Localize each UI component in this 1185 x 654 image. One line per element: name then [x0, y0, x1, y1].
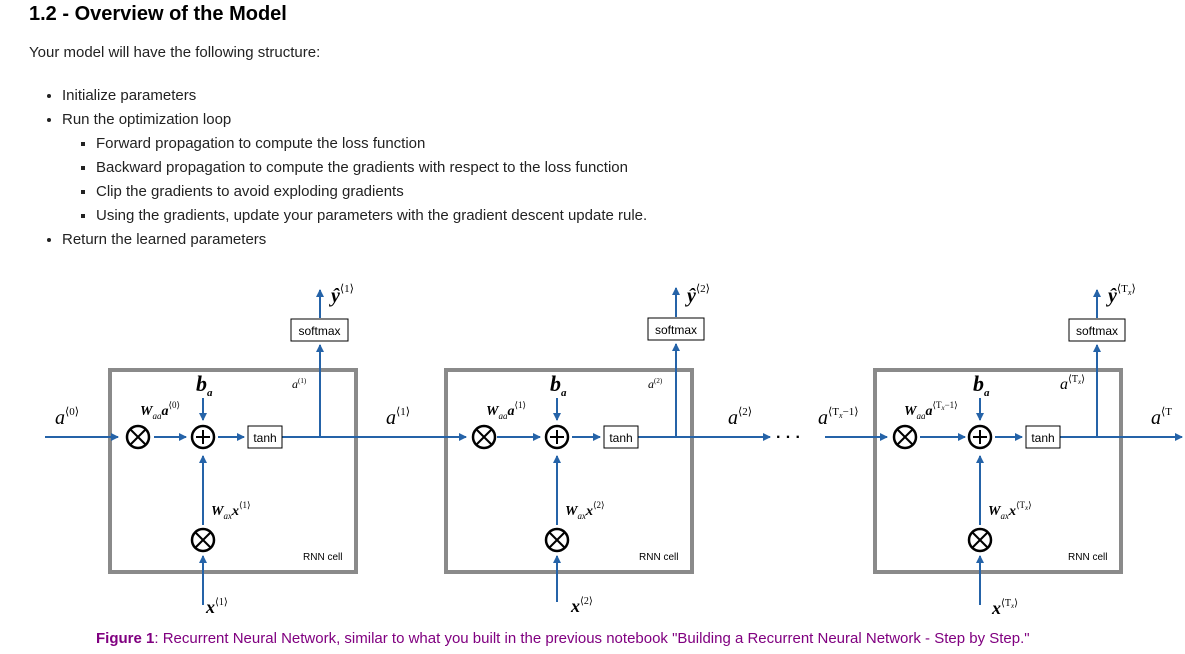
- cell-box: [444, 368, 694, 574]
- x1-label: x⟨1⟩: [205, 597, 228, 617]
- atx-label: a⟨T: [1151, 406, 1172, 429]
- bias-label: ba: [196, 371, 213, 399]
- multiply-node: [190, 527, 216, 553]
- sublist-item-text: Backward propagation to compute the grad…: [96, 159, 628, 176]
- sublist-item: Forward propagation to compute the loss …: [96, 132, 647, 156]
- list-item: Run the optimization loop Forward propag…: [62, 108, 647, 228]
- multiply-node: [544, 527, 570, 553]
- y1-label: ŷ⟨1⟩: [329, 283, 354, 307]
- sublist-item-text: Clip the gradients to avoid exploding gr…: [96, 183, 404, 200]
- tanh-label: tanh: [1031, 431, 1054, 445]
- tanh-label: tanh: [253, 431, 276, 445]
- rnn-diagram: tanh softmax RNN cell a⟨0⟩ Waaa⟨0⟩ ba a(…: [45, 283, 1183, 618]
- sublist-item: Using the gradients, update your paramet…: [96, 204, 647, 228]
- add-node: [190, 424, 216, 450]
- cell-box: [108, 368, 358, 574]
- add-node: [544, 424, 570, 450]
- rnn-cell-1: tanh softmax RNN cell a⟨0⟩ Waaa⟨0⟩ ba a(…: [45, 283, 410, 617]
- atx-small-label: a⟨Tx⟩: [1060, 374, 1085, 393]
- list-item-text: Initialize parameters: [62, 87, 197, 104]
- caption-text: : Recurrent Neural Network, similar to w…: [154, 630, 1030, 647]
- cell-label: RNN cell: [1068, 552, 1107, 563]
- atm1-label: a⟨Tx−1⟩: [818, 406, 859, 429]
- sublist-item-text: Forward propagation to compute the loss …: [96, 135, 426, 152]
- waa-label: Waaa⟨0⟩: [140, 400, 180, 421]
- a1-label: a⟨1⟩: [386, 406, 410, 429]
- a2-label: a⟨2⟩: [728, 406, 752, 429]
- xtx-label: x⟨Tx⟩: [991, 598, 1018, 618]
- sublist-item: Clip the gradients to avoid exploding gr…: [96, 180, 647, 204]
- waa-label: Waaa⟨Tx−1⟩: [904, 400, 958, 421]
- a1-small-label: a(1): [292, 377, 307, 391]
- softmax-label: softmax: [298, 324, 340, 338]
- a2-small-label: a(2): [648, 377, 663, 391]
- intro-text: Your model will have the following struc…: [29, 44, 321, 61]
- list-item: Initialize parameters: [62, 84, 647, 108]
- a0-label: a⟨0⟩: [55, 406, 79, 429]
- multiply-node: [125, 424, 151, 450]
- optimization-sublist: Forward propagation to compute the loss …: [62, 132, 647, 228]
- cell-label: RNN cell: [303, 552, 342, 563]
- sublist-item: Backward propagation to compute the grad…: [96, 156, 647, 180]
- tanh-label: tanh: [609, 431, 632, 445]
- caption-label: Figure 1: [96, 630, 155, 647]
- rnn-cell-tx: tanh softmax RNN cell a⟨Tx−1⟩ Waaa⟨Tx−1⟩…: [818, 283, 1183, 618]
- figure-caption: Figure 1: Recurrent Neural Network, simi…: [96, 630, 1030, 647]
- structure-list: Initialize parameters Run the optimizati…: [29, 84, 647, 252]
- y2-label: ŷ⟨2⟩: [685, 283, 710, 307]
- page-title: 1.2 - Overview of the Model: [29, 3, 287, 25]
- wax-label: Waxx⟨1⟩: [211, 500, 250, 521]
- sublist-item-text: Using the gradients, update your paramet…: [96, 207, 648, 224]
- list-item-text: Return the learned parameters: [62, 231, 267, 248]
- ytx-label: ŷ⟨Tx⟩: [1106, 283, 1136, 307]
- cell-box: [873, 368, 1123, 574]
- bias-label: ba: [973, 371, 990, 399]
- multiply-node: [892, 424, 918, 450]
- multiply-node: [967, 527, 993, 553]
- waa-label: Waaa⟨1⟩: [486, 400, 526, 421]
- softmax-label: softmax: [655, 323, 697, 337]
- wax-label: Waxx⟨Tx⟩: [988, 500, 1032, 521]
- bias-label: ba: [550, 371, 567, 399]
- x2-label: x⟨2⟩: [570, 596, 593, 616]
- cell-label: RNN cell: [639, 552, 678, 563]
- multiply-node: [471, 424, 497, 450]
- add-node: [967, 424, 993, 450]
- list-item-text: Run the optimization loop: [62, 111, 232, 128]
- wax-label: Waxx⟨2⟩: [565, 500, 604, 521]
- softmax-label: softmax: [1076, 324, 1118, 338]
- list-item: Return the learned parameters: [62, 228, 647, 252]
- ellipsis: · · ·: [776, 429, 801, 446]
- rnn-cell-2: tanh softmax RNN cell Waaa⟨1⟩ ba a(2) ŷ⟨…: [380, 283, 771, 616]
